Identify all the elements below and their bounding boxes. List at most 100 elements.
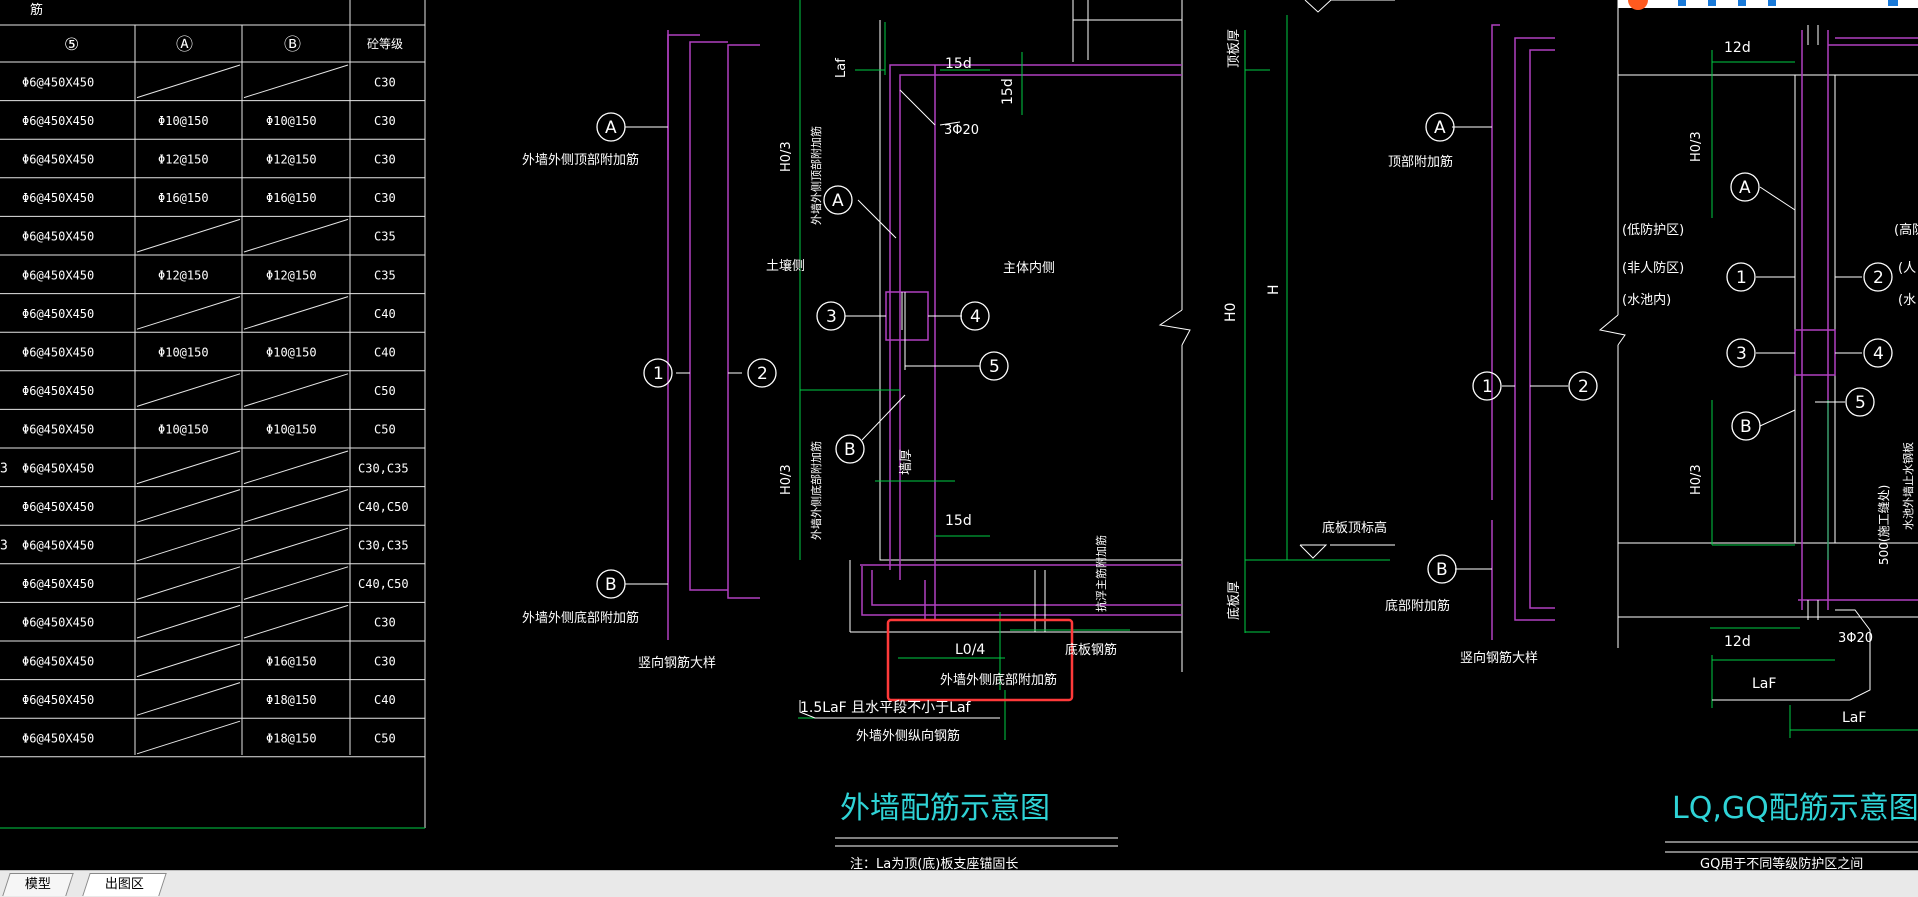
table-empty-slash [243, 489, 349, 523]
table-header-grade: 砼等级 [367, 37, 403, 51]
detail-left-circles [596, 112, 777, 599]
table-cell-col5: Φ6@450X450 [22, 384, 94, 398]
caption-vertical-detail: 竖向钢筋大样 [638, 655, 716, 671]
detail-main-circles [816, 185, 1009, 464]
dim-h03-top: H0/3 [779, 141, 794, 172]
circle-label: A [1434, 118, 1446, 138]
toolbar-icon [1768, 0, 1776, 6]
circle-label: B [1740, 417, 1752, 437]
note-gq: GQ用于不同等级防护区之间 [1700, 856, 1863, 870]
table-cell-grade: C30 [374, 654, 396, 668]
table-empty-slash [243, 527, 349, 562]
table-header-col5: ⑤ [64, 35, 79, 55]
detail-right-circles [1726, 172, 1893, 441]
dim-12d-top: 12d [1724, 40, 1751, 56]
table-cell-grade: C30,C35 [358, 539, 409, 553]
circle-label: 5 [1855, 393, 1866, 413]
table-cell-grade: C50 [374, 732, 396, 746]
detail-left-lines [625, 30, 760, 640]
table-cell-colB: Φ16@150 [266, 191, 317, 205]
table-cell-col5: Φ6@450X450 [22, 191, 94, 205]
table-cell-col5: Φ6@450X450 [22, 307, 94, 321]
table-empty-slash [243, 604, 349, 639]
label-non-civil: (非人防区) [1622, 260, 1684, 276]
table-empty-slash [136, 643, 241, 678]
dim-500: 500(施工缝处) [1876, 485, 1891, 565]
table-empty-slash [243, 64, 349, 99]
label-box-bottom-add: 外墙外侧底部附加筋 [940, 672, 1057, 688]
table-empty-slash [136, 489, 241, 523]
label-base-add: 抗浮主筋附加筋 [1094, 535, 1108, 612]
table-cell-grade: C30 [374, 114, 396, 128]
circle-label: 3 [826, 307, 837, 327]
table-empty-slash [243, 218, 349, 253]
table-cell-col5: Φ6@450X450 [22, 732, 94, 746]
title-lq-gq: LQ,GQ配筋示意图 [1672, 791, 1918, 826]
toolbar-partial [1618, 0, 1918, 10]
table-cell-left: 3 [0, 539, 8, 554]
dim-12d-bot: 12d [1724, 634, 1751, 650]
detail-mid-circles [1425, 112, 1598, 584]
table-cell-colB: Φ16@150 [266, 654, 317, 668]
table-cell-grade: C30 [374, 191, 396, 205]
dim-15d-right: 15d [1000, 78, 1016, 105]
circle-label: 4 [970, 307, 981, 327]
table-cell-col5: Φ6@450X450 [22, 114, 94, 128]
dim-l0-4: L0/4 [955, 642, 985, 658]
note-outer-wall: 注：La为顶(底)板支座锚固长 [850, 856, 1018, 870]
table-cell-col5: Φ6@450X450 [22, 461, 94, 475]
label-vert-long: 外墙外侧纵向钢筋 [856, 728, 960, 744]
table-header-partial: 筋 [30, 2, 43, 18]
circle-label: 4 [1873, 344, 1884, 364]
table-empty-slash [243, 450, 349, 485]
label-people-partial: (人 [1898, 261, 1916, 276]
table-cell-col5: Φ6@450X450 [22, 268, 94, 282]
label-inner-side: 主体内侧 [1003, 260, 1055, 276]
dim-laf-1: LaF [1752, 676, 1776, 692]
table-cell-col5: Φ6@450X450 [22, 654, 94, 668]
circle-label: A [1739, 178, 1751, 198]
table-cell-grade: C40,C50 [358, 577, 409, 591]
table-cell-colA: Φ10@150 [158, 423, 209, 437]
table-cell-colB: Φ18@150 [266, 732, 317, 746]
highlight-box [886, 618, 1074, 702]
caption-vertical-detail-mid: 竖向钢筋大样 [1460, 650, 1538, 666]
dim-h03-bot-right: H0/3 [1689, 464, 1704, 495]
table-cell-grade: C40,C50 [358, 500, 409, 514]
tab-layout[interactable]: 出图区 [82, 873, 167, 896]
table-empty-slash [136, 450, 241, 485]
table-cell-grade: C40 [374, 346, 396, 360]
table-cell-grade: C40 [374, 693, 396, 707]
table-cell-grade: C30,C35 [358, 461, 409, 475]
label-roof-thickness: 顶板厚 [1227, 29, 1242, 68]
table-cell-col5: Φ6@450X450 [22, 539, 94, 553]
circle-label: B [844, 440, 856, 460]
label-3phi20: 3Φ20 [944, 123, 979, 138]
table-empty-slash [136, 296, 241, 330]
table-cell-grade: C35 [374, 268, 396, 282]
circle-label: 5 [989, 357, 1000, 377]
label-1-5laf: 1.5LaF 且水平段不小于Laf [800, 700, 972, 716]
tab-model[interactable]: 模型 [2, 873, 74, 896]
toolbar-icon [1888, 0, 1898, 6]
app-logo-icon [1628, 0, 1648, 10]
dim-h0: H0 [1223, 303, 1239, 322]
circle-label: A [832, 191, 844, 211]
table-cell-left: 3 [0, 461, 8, 476]
label-water-partial: (水 [1898, 293, 1916, 308]
circle-label: 1 [1736, 268, 1747, 288]
detail-right-lines [1598, 0, 1918, 853]
table-cell-grade: C30 [374, 616, 396, 630]
dim-h03-bot: H0/3 [779, 464, 794, 495]
tab-model-label: 模型 [24, 877, 51, 892]
dim-15d-bot: 15d [945, 513, 972, 529]
table-header-colB: Ⓑ [284, 35, 301, 55]
table-cell-colA: Φ12@150 [158, 268, 209, 282]
label-top-add-mid: 顶部附加筋 [1388, 154, 1453, 170]
table-cell-colA: Φ10@150 [158, 346, 209, 360]
table-cell-colB: Φ12@150 [266, 268, 317, 282]
table-empty-slash [243, 373, 349, 407]
